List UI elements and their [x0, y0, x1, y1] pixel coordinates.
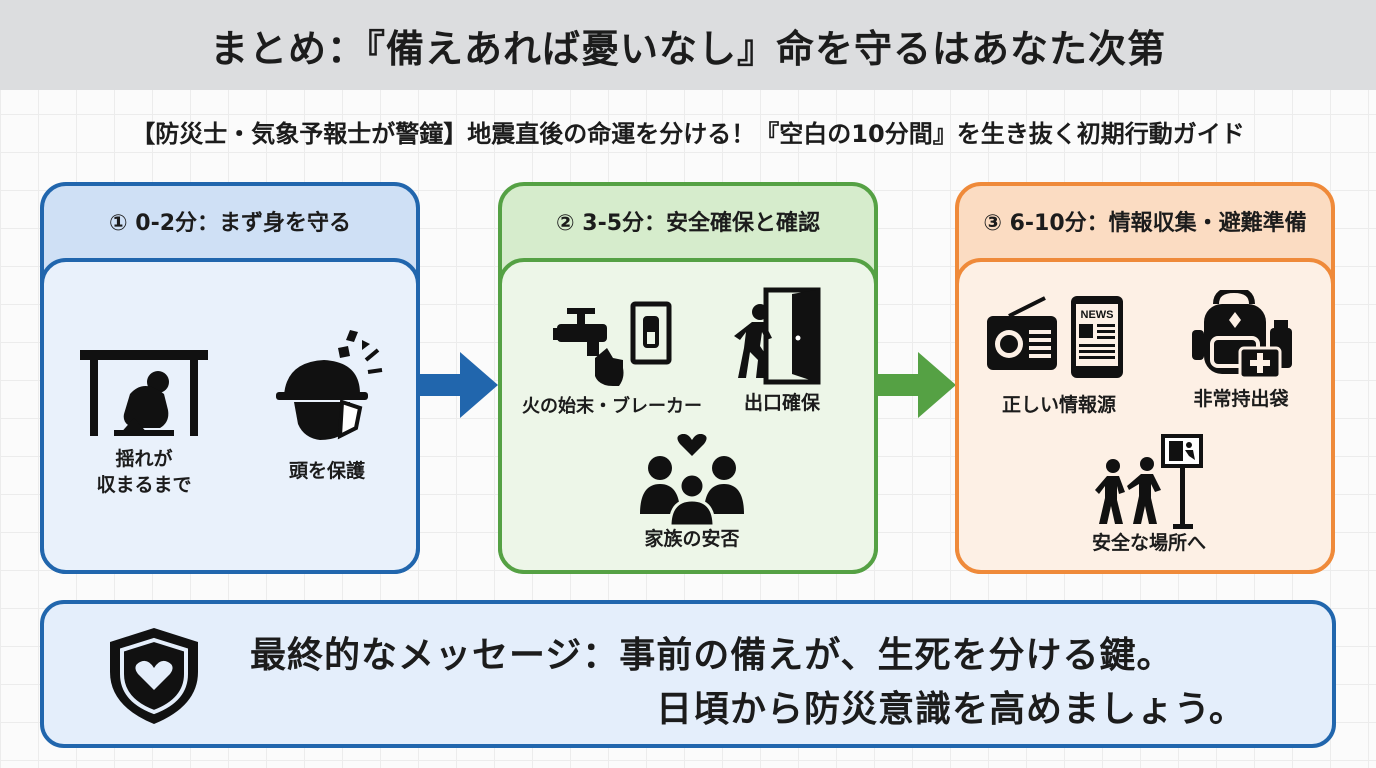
- phase-card-1: ① 0-2分：まず身を守る 揺れが 収まるまで: [40, 182, 420, 574]
- title-bar: まとめ：『備えあれば憂いなし』命を守るはあなた次第: [0, 0, 1376, 90]
- item-label: 出口確保: [743, 392, 820, 414]
- helmet-head-icon: [276, 330, 383, 440]
- phone-news-text: NEWS: [1081, 309, 1114, 321]
- exit-door-icon: [734, 287, 821, 385]
- item-label: 火の始末・ブレーカー: [522, 396, 702, 417]
- final-message-line-1: 最終的なメッセージ：事前の備えが、生死を分ける鍵。: [250, 635, 1174, 676]
- item-label: 安全な場所へ: [1091, 532, 1206, 554]
- item-emergency-bag: 非常持出袋: [1171, 290, 1311, 412]
- person-under-table-icon: [80, 350, 208, 436]
- item-label: 正しい情報源: [1001, 394, 1116, 416]
- item-secure-exit: 出口確保: [722, 286, 842, 416]
- faucet-switch-icon: [553, 301, 672, 386]
- page-title: まとめ：『備えあれば憂いなし』命を守るはあなた次第: [209, 26, 1166, 71]
- arrow-right-icon: [420, 352, 498, 418]
- item-reliable-info: NEWS 正しい情報源: [979, 294, 1139, 418]
- item-safe-place: 安全な場所へ: [1069, 434, 1229, 556]
- page-subtitle: 【防災士・気象予報士が警鐘】地震直後の命運を分ける！『空白の10分間』を生き抜く…: [131, 120, 1245, 148]
- evacuation-sign-icon: [1095, 434, 1203, 529]
- radio-phone-icon: NEWS: [987, 296, 1123, 378]
- phase-header-3: ③ 6-10分：情報収集・避難準備: [983, 211, 1307, 236]
- phase-body-2: 火の始末・ブレーカー 出口確保 家族の安否: [498, 258, 878, 574]
- item-protect-head: 頭を保護: [262, 328, 392, 484]
- item-label: 家族の安否: [644, 528, 740, 550]
- phase-body-3: NEWS 正しい情報源: [955, 258, 1335, 574]
- item-fire-breaker: 火の始末・ブレーカー: [512, 298, 712, 420]
- phase-card-2: ② 3-5分：安全確保と確認 火の始末・ブレーカー: [498, 182, 878, 574]
- family-heart-icon: [640, 434, 744, 526]
- final-message-line-2: 日頃から防災意識を高めましょう。: [656, 689, 1246, 730]
- item-label: 非常持出袋: [1193, 388, 1289, 410]
- shield-heart-icon: [110, 628, 198, 724]
- arrow-right-icon: [878, 352, 956, 418]
- phase-header-1: ① 0-2分：まず身を守る: [108, 211, 352, 236]
- item-label: 収まるまで: [96, 474, 192, 496]
- final-message-box: 最終的なメッセージ：事前の備えが、生死を分ける鍵。 日頃から防災意識を高めましょ…: [40, 600, 1336, 748]
- phase-card-3: ③ 6-10分：情報収集・避難準備 NEWS: [955, 182, 1335, 574]
- item-family-safety: 家族の安否: [612, 434, 772, 552]
- item-label: 頭を保護: [288, 460, 365, 482]
- emergency-backpack-icon: [1192, 290, 1292, 380]
- item-until-shaking-stops: 揺れが 収まるまで: [74, 344, 214, 498]
- phase-body-1: 揺れが 収まるまで 頭を保護: [40, 258, 420, 574]
- phase-header-2: ② 3-5分：安全確保と確認: [555, 211, 821, 236]
- item-label: 揺れが: [115, 448, 173, 470]
